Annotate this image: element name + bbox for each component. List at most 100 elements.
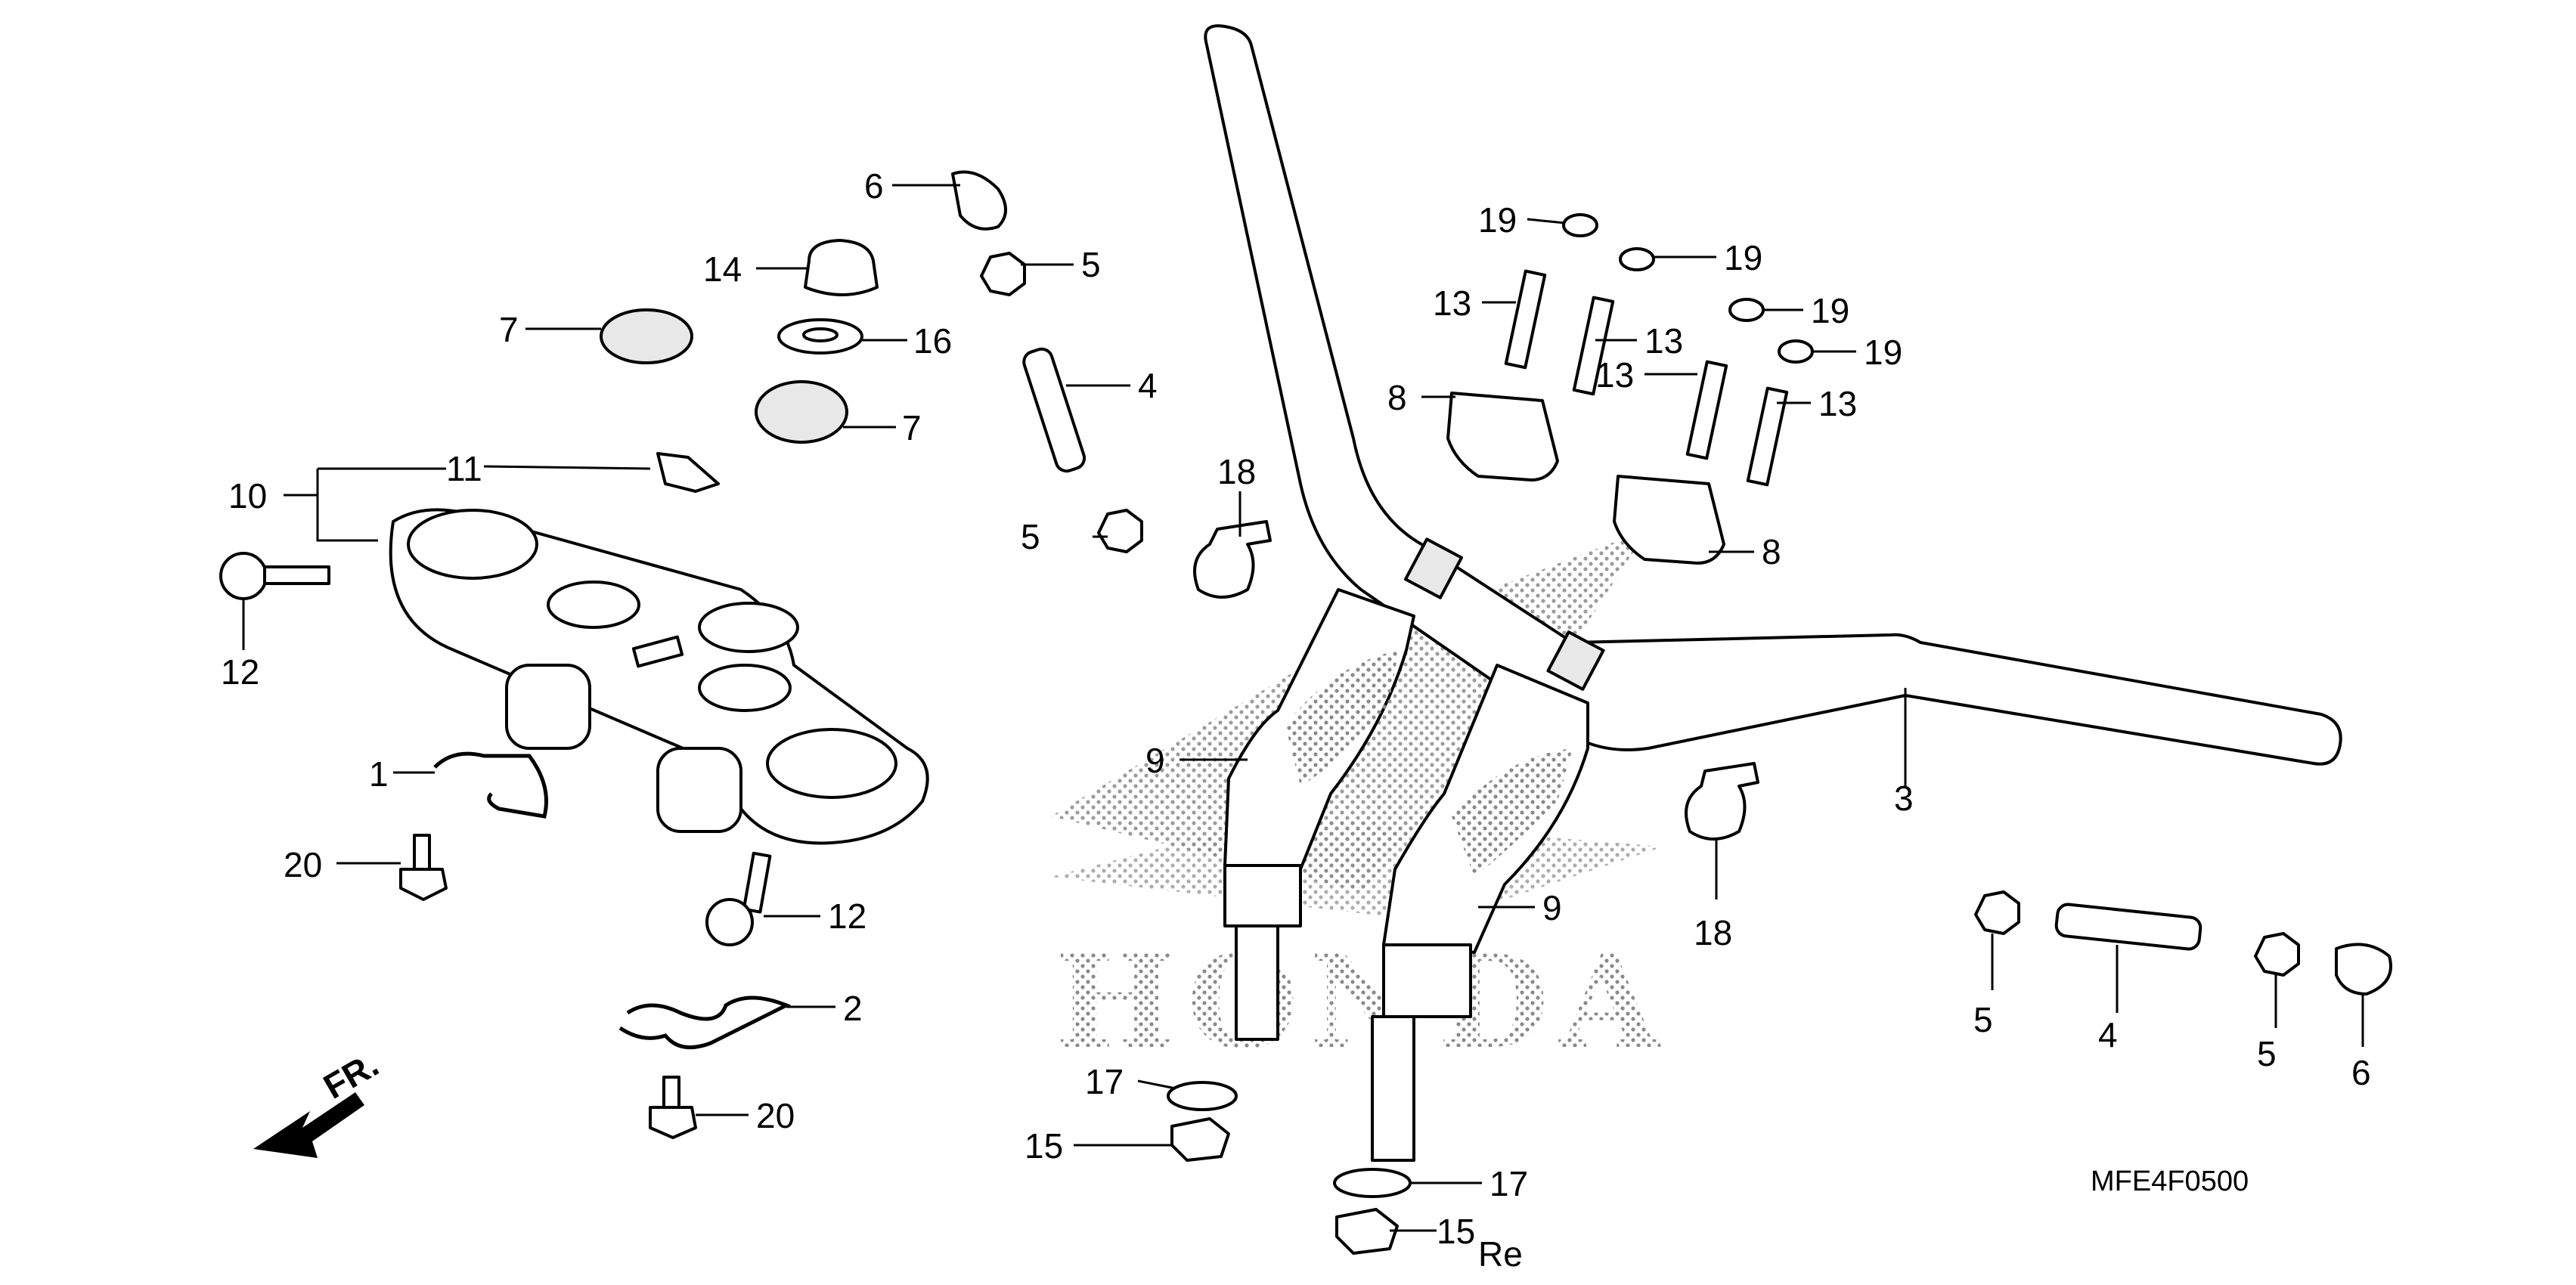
callout-6-right: 6 (2351, 1053, 2371, 1092)
cap-14 (804, 239, 879, 296)
leader-lines (242, 184, 2364, 1232)
top-bridge-riser-hole-right (698, 602, 799, 653)
nut-5-right-b (2254, 932, 2300, 977)
riser-right-collar (1382, 943, 1472, 1018)
washer-17-right (1333, 1168, 1412, 1198)
nut-5-top (980, 252, 1026, 296)
callout-6-top: 6 (864, 166, 884, 206)
callout-12-left: 12 (221, 652, 259, 692)
holder-8-left (1446, 392, 1559, 481)
callout-10: 10 (228, 476, 267, 516)
nut-5-right-a (1974, 890, 2020, 935)
bolt-13-d (1746, 386, 1789, 487)
callout-1: 1 (369, 754, 389, 794)
callout-9-right: 9 (1542, 888, 1562, 927)
bolt-13-c (1685, 360, 1728, 460)
holder-8-right (1613, 475, 1725, 565)
callout-19-c: 19 (1811, 291, 1849, 330)
callout-17-left: 17 (1085, 1062, 1124, 1101)
washer-17-left (1167, 1081, 1238, 1111)
callout-20-lower: 20 (756, 1096, 795, 1135)
handlebar-knurl-left (1403, 537, 1464, 599)
riser-left (1223, 588, 1415, 1041)
callout-20-upper: 20 (284, 845, 322, 884)
callout-5-right-b: 5 (2257, 1034, 2277, 1073)
riser-left-stud (1235, 924, 1279, 1041)
callout-7-left: 7 (499, 310, 519, 349)
top-bridge (389, 508, 929, 845)
callout-15-right: 15 (1437, 1212, 1475, 1251)
callout-15-left: 15 (1025, 1126, 1063, 1166)
rubber-7-left (600, 308, 693, 364)
callout-19-d: 19 (1864, 333, 1902, 372)
callout-12-lower: 12 (828, 896, 866, 936)
clamp-18-right (1685, 762, 1759, 841)
callout-19-a: 19 (1478, 200, 1517, 240)
clamp-18-left (1193, 520, 1272, 599)
callout-5-top: 5 (1081, 245, 1101, 284)
cap-19-c (1728, 298, 1765, 322)
wire-clip-1 (433, 751, 548, 819)
bolt-13-b (1572, 296, 1615, 396)
callout-13-a: 13 (1433, 283, 1471, 323)
wire-clip-2 (618, 995, 792, 1050)
shaft-4-right (2054, 903, 2202, 951)
riser-left-collar (1223, 864, 1302, 927)
riser-left-shading (1285, 650, 1399, 786)
top-bridge-slot (631, 635, 684, 668)
top-bridge-riser-hole-left (547, 581, 640, 629)
corner-mark: Re (1478, 1234, 1523, 1274)
top-bridge-stem-hole (698, 664, 792, 712)
callout-9-left: 9 (1145, 741, 1165, 780)
callout-5-mid: 5 (1021, 517, 1040, 556)
front-arrow: FR. (253, 1045, 385, 1158)
screw-20-upper (399, 834, 448, 901)
washer-16-hole (802, 327, 839, 342)
cap-19-a (1562, 213, 1598, 237)
screw-20-lower (649, 1076, 697, 1139)
callout-19-b: 19 (1724, 238, 1762, 277)
cap-19-b (1619, 247, 1655, 271)
handlebar-knurl-right (1546, 630, 1605, 691)
callout-13-d: 13 (1818, 384, 1857, 423)
callout-18-left: 18 (1217, 452, 1256, 491)
bolt-12-left (219, 552, 330, 600)
callout-17-right: 17 (1489, 1164, 1528, 1203)
callout-7-right: 7 (902, 408, 922, 447)
riser-right (1371, 664, 1589, 1162)
callout-4-right: 4 (2098, 1015, 2118, 1054)
rubber-7-right (755, 380, 848, 444)
callout-4-left: 4 (1138, 366, 1158, 405)
callout-16: 16 (913, 321, 952, 361)
callout-18-right: 18 (1694, 913, 1732, 952)
cap-19-d (1778, 339, 1814, 364)
shaft-4-left (1022, 347, 1087, 473)
riser-right-stud (1371, 1015, 1415, 1162)
diagram-code: MFE4F0500 (2091, 1166, 2249, 1197)
callout-8-left: 8 (1387, 378, 1407, 417)
nut-15-right (1335, 1208, 1399, 1255)
top-bridge-fork-hole-right (766, 728, 897, 799)
front-arrow-icon (253, 1092, 364, 1158)
callout-5-right-a: 5 (1973, 1000, 1993, 1039)
riser-right-shading (1452, 748, 1573, 877)
cable-clip-top (951, 170, 1007, 231)
front-label: FR. (317, 1045, 385, 1107)
callout-labels: 6 5 14 7 16 4 7 11 10 12 5 18 8 8 19 19 … (221, 166, 2371, 1274)
callout-3: 3 (1894, 779, 1914, 818)
callout-2: 2 (843, 989, 863, 1028)
top-bridge-boss-right (656, 747, 742, 833)
callout-13-c: 13 (1595, 355, 1634, 395)
nut-15-left (1170, 1117, 1230, 1162)
nut-5-mid (1097, 509, 1143, 553)
bolt-13-a (1504, 269, 1547, 370)
callout-14: 14 (703, 249, 742, 289)
callout-8-right: 8 (1762, 532, 1781, 571)
plate-11 (656, 452, 720, 493)
cable-clip-right (2335, 943, 2392, 995)
top-bridge-boss-left (505, 664, 591, 750)
honda-watermark-text: HONDA (1055, 927, 1669, 1078)
callout-11: 11 (446, 449, 482, 488)
bolt-12-lower (705, 851, 772, 946)
